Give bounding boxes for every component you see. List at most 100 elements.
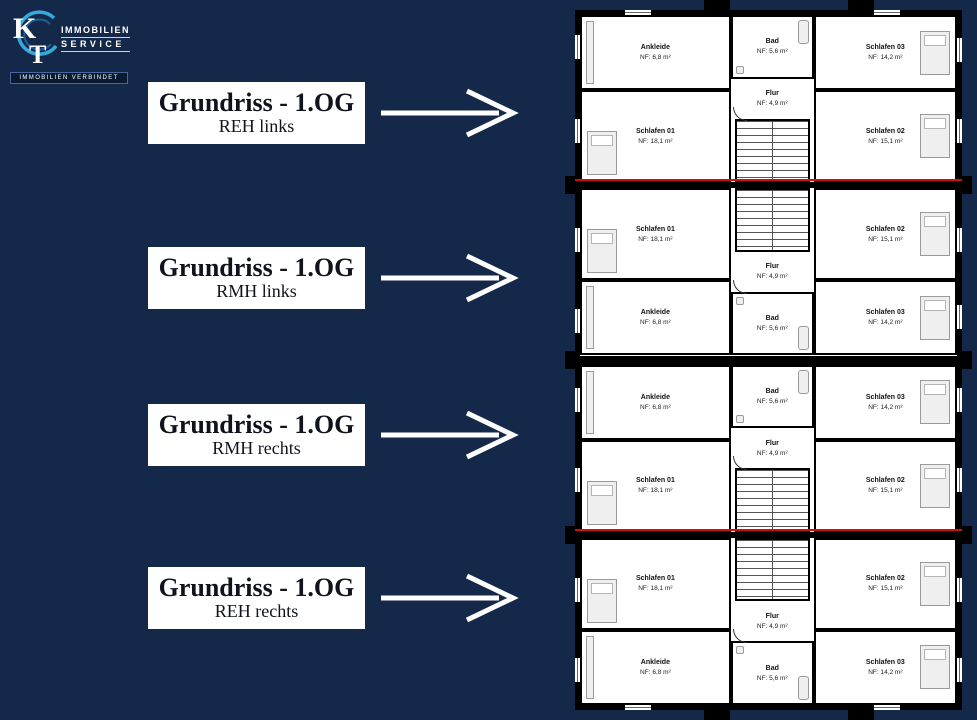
bed — [587, 131, 617, 176]
callout-reh-links: Grundriss - 1.OG REH links — [148, 82, 521, 144]
wardrobe — [586, 370, 594, 434]
logo-letter-t: T — [29, 40, 46, 68]
door-swing-icon — [732, 456, 747, 471]
window — [957, 658, 962, 683]
bathtub — [797, 326, 809, 351]
callout-rmh-rechts: Grundriss - 1.OG RMH rechts — [148, 404, 521, 466]
wardrobe — [586, 286, 594, 350]
room-area: NF: 15,1 m² — [868, 585, 903, 593]
bed — [919, 114, 950, 159]
room-name: Ankleide — [640, 393, 670, 401]
room-area: NF: 5,6 m² — [756, 674, 788, 682]
window — [575, 228, 580, 253]
room-name: Ankleide — [640, 658, 670, 666]
label-box: Grundriss - 1.OG RMH rechts — [148, 404, 365, 466]
callout-rmh-links: Grundriss - 1.OG RMH links — [148, 247, 521, 309]
room-name: Schlafen 02 — [865, 575, 905, 583]
window — [874, 10, 901, 15]
room-area: NF: 5,6 m² — [756, 325, 788, 333]
window — [957, 118, 962, 143]
logo: K T IMMOBILIEN SERVICE IMMOBILIEN VERBIN… — [10, 8, 130, 84]
kt-monogram-icon: K T — [13, 10, 58, 68]
room-ankleide: Ankleide NF: 6,8 m² — [580, 280, 731, 356]
window — [575, 35, 580, 60]
stairs — [734, 468, 810, 532]
logo-top: K T IMMOBILIEN SERVICE — [10, 8, 130, 68]
toilet — [735, 296, 744, 305]
room-name: Schlafen 03 — [865, 393, 905, 401]
label-subtitle: RMH links — [216, 281, 297, 302]
bed — [919, 463, 950, 508]
logo-line2: SERVICE — [61, 38, 130, 53]
room-area: NF: 18,1 m² — [638, 487, 673, 495]
room-schlafen-03: Schlafen 03 NF: 14,2 m² — [813, 15, 957, 91]
window — [957, 577, 962, 602]
room-bad: Bad NF: 5,6 m² — [730, 291, 814, 356]
label-title: Grundriss - 1.OG — [158, 88, 355, 117]
room-area: NF: 6,8 m² — [640, 403, 671, 411]
room-area: NF: 4,9 m² — [756, 273, 788, 281]
wall-pier — [565, 176, 577, 195]
room-area: NF: 18,1 m² — [638, 137, 673, 145]
chimney — [847, 710, 874, 720]
bed — [919, 295, 950, 340]
wardrobe — [586, 635, 594, 699]
room-bad: Bad NF: 5,6 m² — [730, 364, 814, 429]
room-name: Schlafen 03 — [865, 44, 905, 52]
window — [625, 705, 652, 710]
room-area: NF: 14,2 m² — [868, 54, 903, 62]
door-swing-icon — [732, 629, 747, 644]
label-subtitle: REH rechts — [214, 601, 299, 622]
callout-reh-rechts: Grundriss - 1.OG REH rechts — [148, 567, 521, 629]
room-bad: Bad NF: 5,6 m² — [730, 641, 814, 705]
label-box: Grundriss - 1.OG RMH links — [148, 247, 365, 309]
bed — [587, 480, 617, 525]
room-name: Schlafen 02 — [865, 127, 905, 135]
room-area: NF: 6,8 m² — [640, 668, 671, 676]
logo-tagline: IMMOBILIEN VERBINDET — [10, 72, 128, 84]
wall-pier — [960, 525, 972, 544]
floorplan: Ankleide NF: 6,8 m² Bad NF: 5,6 m² Schla… — [565, 0, 972, 720]
label-title: Grundriss - 1.OG — [158, 253, 355, 282]
toilet — [735, 415, 744, 424]
room-name: Ankleide — [640, 44, 670, 52]
room-name: Schlafen 01 — [635, 225, 675, 233]
room-flur: Flur NF: 4,9 m² — [731, 252, 814, 294]
room-ankleide: Ankleide NF: 6,8 m² — [580, 364, 731, 440]
room-flur: Flur NF: 4,9 m² — [731, 428, 814, 471]
room-name: Schlafen 02 — [865, 225, 905, 233]
wall-pier — [565, 525, 577, 544]
room-area: NF: 4,9 m² — [756, 100, 788, 108]
bathtub — [797, 675, 809, 700]
room-name: Flur — [765, 90, 779, 98]
room-bad: Bad NF: 5,6 m² — [730, 15, 814, 79]
room-area: NF: 14,2 m² — [868, 668, 903, 676]
bed — [919, 30, 950, 75]
room-name: Flur — [765, 263, 779, 271]
bathtub — [797, 20, 809, 44]
window — [575, 468, 580, 493]
window — [575, 577, 580, 602]
room-schlafen-02: Schlafen 02 NF: 15,1 m² — [813, 90, 957, 183]
arrow-right-icon — [381, 573, 519, 623]
label-box: Grundriss - 1.OG REH rechts — [148, 567, 365, 629]
room-schlafen-02: Schlafen 02 NF: 15,1 m² — [813, 439, 957, 532]
window — [575, 308, 580, 333]
toilet — [735, 646, 744, 655]
chimney — [704, 0, 731, 10]
logo-letter-k: K — [13, 12, 37, 45]
toilet — [735, 65, 744, 74]
bathtub — [797, 369, 809, 394]
room-ankleide: Ankleide NF: 6,8 m² — [580, 15, 731, 91]
label-title: Grundriss - 1.OG — [158, 573, 355, 602]
bed — [587, 578, 617, 623]
label-box: Grundriss - 1.OG REH links — [148, 82, 365, 144]
floorplan-unit-rmh-links: Schlafen 01 NF: 18,1 m² Schlafen 02 NF: … — [575, 188, 962, 356]
room-schlafen-01: Schlafen 01 NF: 18,1 m² — [580, 90, 731, 183]
room-area: NF: 14,2 m² — [868, 403, 903, 411]
window — [957, 38, 962, 63]
stairs — [734, 537, 810, 602]
party-wall — [565, 525, 972, 544]
logo-text: IMMOBILIEN SERVICE — [61, 8, 130, 53]
room-name: Flur — [765, 612, 779, 620]
